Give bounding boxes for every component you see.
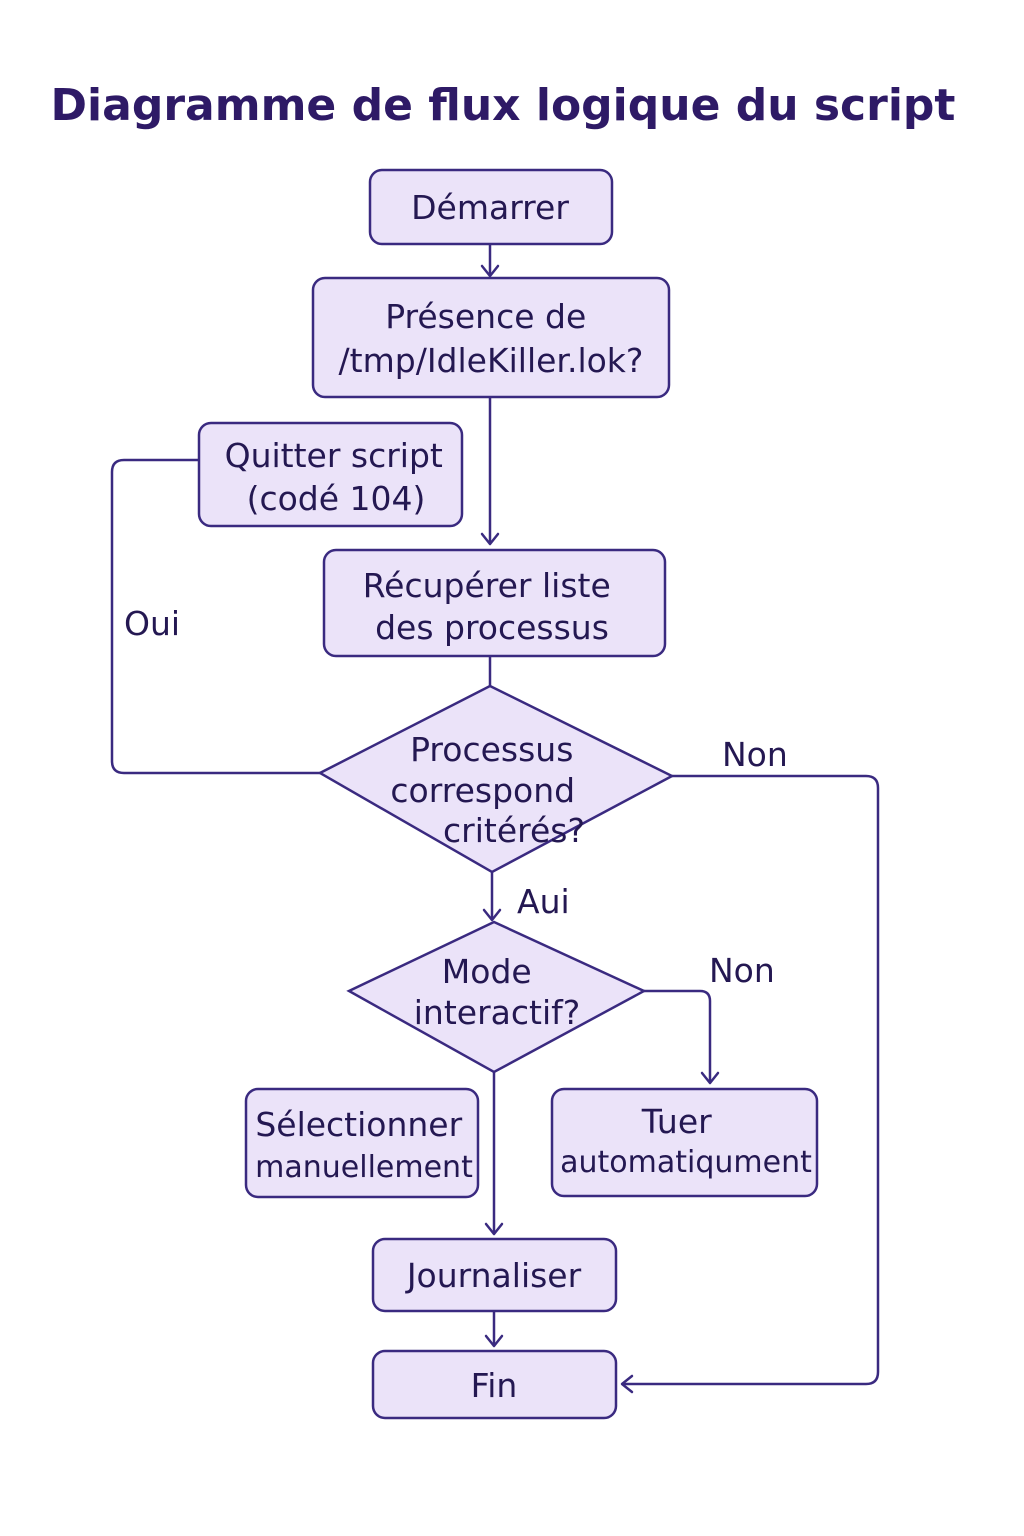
- edges: [110, 244, 880, 1394]
- arrowhead: [480, 532, 500, 546]
- node-select-manual: Sélectionner manuellement: [244, 1087, 480, 1199]
- node-check-lock: Présence de /tmp/IdleKiller.lok?: [311, 276, 671, 399]
- node-process-match-label: Processus correspond critérés?: [390, 730, 585, 850]
- node-kill-auto: Tuer automatiqument: [550, 1087, 819, 1198]
- node-start-label: Démarrer: [411, 188, 569, 227]
- label-no-match: Non: [722, 735, 788, 774]
- arrowhead: [700, 1071, 720, 1085]
- node-quit-script: Quitter script (codé 104): [197, 421, 464, 528]
- edge-no-interactive-to-kill: [644, 989, 712, 1083]
- node-get-processes-label: Récupérer liste des processus: [363, 566, 622, 647]
- edge-no-match-to-end: [622, 774, 880, 1386]
- node-process-match: Processus correspond critérés?: [317, 684, 675, 874]
- node-start: Démarrer: [368, 168, 614, 246]
- arrowhead: [620, 1374, 634, 1394]
- node-kill-auto-label: Tuer automatiqument: [560, 1102, 812, 1180]
- node-log-label: Journaliser: [405, 1256, 582, 1295]
- label-yes-match: Aui: [517, 882, 570, 921]
- node-select-manual-label: Sélectionner manuellement: [255, 1105, 473, 1185]
- node-end: Fin: [371, 1349, 618, 1420]
- diagram-title: Diagramme de flux logique du script: [51, 80, 956, 131]
- node-get-processes: Récupérer liste des processus: [322, 548, 667, 658]
- label-no-interactive: Non: [709, 951, 775, 990]
- node-interactive-mode: Mode interactif?: [346, 920, 647, 1074]
- arrowhead: [480, 264, 500, 278]
- arrowhead: [484, 1334, 504, 1348]
- node-quit-script-label: Quitter script (codé 104): [225, 436, 454, 518]
- arrowhead: [482, 908, 502, 922]
- label-yes-loop: Oui: [124, 604, 180, 643]
- edge-yes-loop: [110, 458, 320, 775]
- arrowhead: [484, 1222, 504, 1236]
- node-log: Journaliser: [371, 1237, 618, 1313]
- node-check-lock-label: Présence de /tmp/IdleKiller.lok?: [339, 297, 644, 380]
- node-end-label: Fin: [471, 1366, 518, 1405]
- node-interactive-mode-label: Mode interactif?: [414, 952, 581, 1032]
